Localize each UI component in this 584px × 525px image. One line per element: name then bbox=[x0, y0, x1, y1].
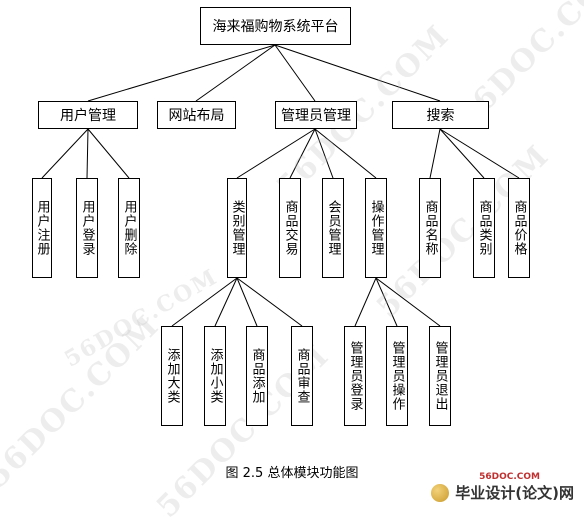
node-label: 管理员退出 bbox=[432, 341, 448, 411]
node-product-review: 商品审查 bbox=[291, 326, 313, 426]
node-label: 管理员管理 bbox=[281, 108, 351, 124]
node-label: 商品价格 bbox=[511, 200, 527, 256]
node-label: 商品名称 bbox=[422, 200, 438, 256]
root-node: 海来福购物系统平台 bbox=[200, 7, 351, 45]
node-site-layout: 网站布局 bbox=[157, 101, 236, 129]
root-node-label: 海来福购物系统平台 bbox=[212, 19, 339, 35]
node-member-management: 会员管理 bbox=[322, 178, 344, 278]
footer-brand-text: 毕业设计(论文)网 bbox=[455, 484, 574, 502]
node-admin-logout: 管理员退出 bbox=[429, 326, 451, 426]
node-label: 用户删除 bbox=[121, 200, 137, 256]
node-label: 用户管理 bbox=[60, 108, 116, 124]
node-label: 用户注册 bbox=[34, 200, 50, 256]
node-label: 搜索 bbox=[426, 108, 455, 124]
node-product-price: 商品价格 bbox=[508, 178, 530, 278]
node-product-name: 商品名称 bbox=[419, 178, 441, 278]
node-search: 搜索 bbox=[392, 101, 489, 129]
node-category-management: 类别管理 bbox=[227, 178, 247, 278]
node-admin-management: 管理员管理 bbox=[275, 101, 357, 129]
connector-lines bbox=[41, 44, 520, 327]
node-label: 类别管理 bbox=[229, 200, 245, 256]
node-user-management: 用户管理 bbox=[38, 101, 138, 129]
footer-brand: 毕业设计(论文)网 bbox=[431, 482, 574, 503]
node-user-delete: 用户删除 bbox=[118, 178, 140, 278]
node-label: 操作管理 bbox=[368, 200, 384, 256]
node-label: 添加小类 bbox=[207, 348, 223, 404]
figure-caption: 图 2.5 总体模块功能图 bbox=[225, 466, 359, 481]
node-label: 商品添加 bbox=[249, 348, 265, 404]
node-label: 商品审查 bbox=[294, 348, 310, 404]
node-product-add: 商品添加 bbox=[246, 326, 268, 426]
node-operation-management: 操作管理 bbox=[365, 178, 387, 278]
node-label: 商品交易 bbox=[282, 200, 298, 256]
node-user-login: 用户登录 bbox=[76, 178, 98, 278]
node-label: 用户登录 bbox=[79, 200, 95, 256]
node-product-trade: 商品交易 bbox=[279, 178, 301, 278]
node-label: 会员管理 bbox=[325, 200, 341, 256]
logo-icon bbox=[431, 483, 450, 502]
node-product-category: 商品类别 bbox=[473, 178, 495, 278]
node-add-minor-category: 添加小类 bbox=[204, 326, 226, 426]
footer-url: 56DOC.COM bbox=[479, 472, 540, 482]
node-user-register: 用户注册 bbox=[32, 178, 52, 278]
node-admin-login: 管理员登录 bbox=[344, 326, 366, 426]
node-label: 管理员登录 bbox=[347, 341, 363, 411]
node-label: 网站布局 bbox=[168, 108, 225, 124]
node-label: 商品类别 bbox=[476, 200, 492, 256]
node-label: 添加大类 bbox=[164, 348, 180, 404]
node-label: 管理员操作 bbox=[389, 341, 405, 411]
node-admin-operation: 管理员操作 bbox=[386, 326, 408, 426]
node-add-major-category: 添加大类 bbox=[161, 326, 183, 426]
